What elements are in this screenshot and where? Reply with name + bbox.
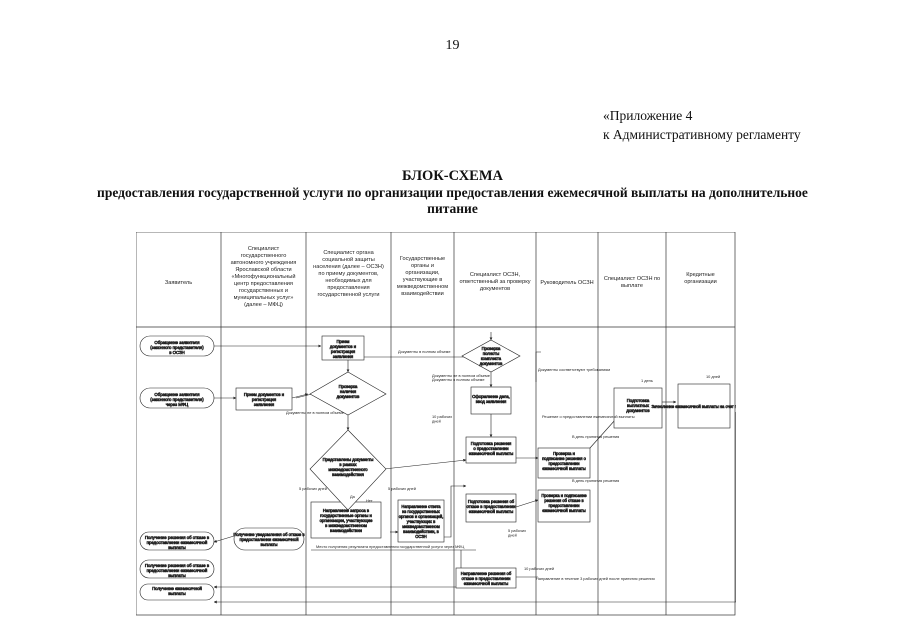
label-l14: В день принятия решения bbox=[572, 478, 619, 483]
credit-boxes: Зачисление ежемесячной выплаты на счет п… bbox=[651, 383, 736, 429]
label-l3: Документы не в полном объеме bbox=[432, 373, 490, 378]
label-l15: 10 рабочих дней bbox=[524, 566, 554, 571]
label-l18: Да bbox=[350, 494, 356, 499]
appendix-caption: «Приложение 4 к Административному реглам… bbox=[603, 106, 801, 144]
box-a2-text: Обращение заявителя(законного представит… bbox=[150, 392, 204, 407]
label-l17: Направление в течение 3 рабочих дней пос… bbox=[536, 576, 655, 581]
label-l7: 5 рабочих дней bbox=[299, 486, 327, 491]
edge-labels: Документы не в полном объеме Документы в… bbox=[286, 349, 720, 581]
appendix-line-1: «Приложение 4 bbox=[603, 108, 693, 123]
lane-header-oszn-head: Руководитель ОСЗН bbox=[540, 280, 593, 286]
label-l16: Место получения результата предоставлени… bbox=[316, 544, 464, 549]
label-l8: 5 рабочих дней bbox=[388, 486, 416, 491]
label-l2: Документы в полном объеме bbox=[398, 349, 451, 354]
swimlane-grid bbox=[136, 232, 736, 616]
appendix-line-2: к Административному регламенту bbox=[603, 127, 801, 142]
box-k1-text: Зачисление ежемесячной выплаты на счет п… bbox=[651, 404, 736, 409]
label-l1: Документы не в полном объеме bbox=[286, 410, 344, 415]
page-number: 19 bbox=[445, 38, 460, 53]
document-subtitle: предоставления государственной услуги по… bbox=[97, 185, 808, 216]
label-l5: Документы соответствуют требованиям bbox=[538, 367, 610, 372]
label-l12: 10 дней bbox=[706, 374, 720, 379]
label-l4: Документы в полном объеме bbox=[432, 377, 485, 382]
lane-header-applicant: Заявитель bbox=[165, 280, 192, 286]
label-l19: Нет bbox=[366, 498, 373, 503]
applicant-boxes: Обращение заявителя(законного представит… bbox=[139, 335, 215, 601]
label-l11: 1 день bbox=[641, 378, 653, 383]
label-l13: В день принятия решения bbox=[572, 434, 619, 439]
document-title: БЛОК-СХЕМА bbox=[401, 168, 504, 184]
label-l10: Решение о предоставлении ежемесячной вып… bbox=[542, 414, 635, 419]
box-a1-text: Обращение заявителя(законного представит… bbox=[150, 340, 204, 355]
lane-header-oszn-review: Специалист ОСЗН,ответственный за проверк… bbox=[459, 272, 530, 292]
box-v1-text: Оформление дела,ввод заявления bbox=[472, 394, 510, 404]
